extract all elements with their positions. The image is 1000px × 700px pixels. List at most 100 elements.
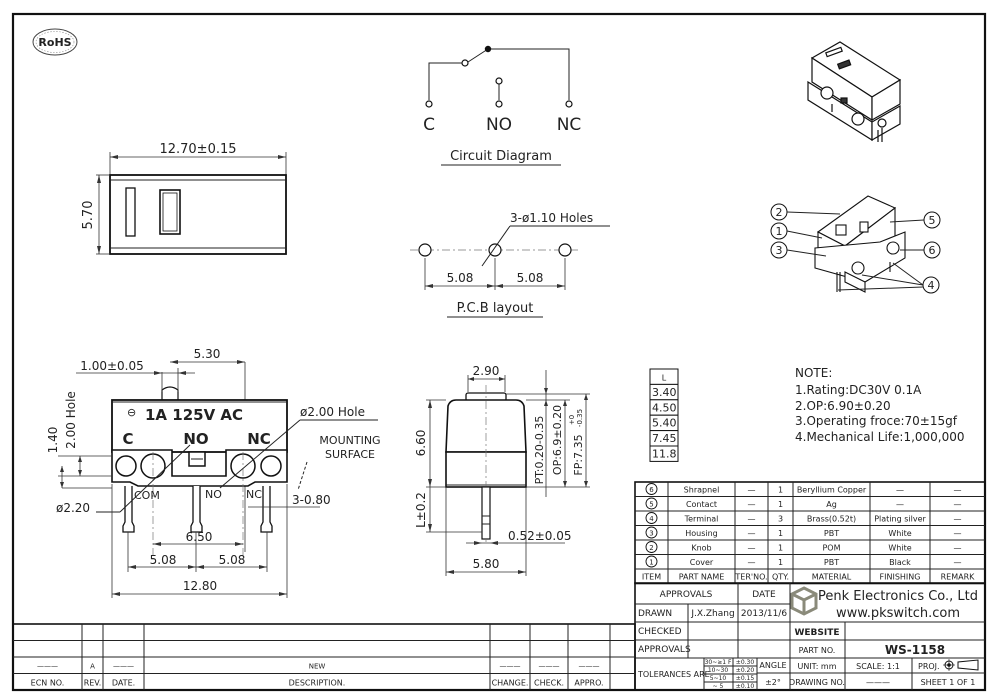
- pin-no-label: NO: [205, 488, 222, 501]
- rev-date: ———: [113, 663, 134, 671]
- fp-tol-minus: -0.35: [576, 409, 584, 427]
- rev-header: CHANGE.: [492, 679, 529, 688]
- rev-header: ECN NO.: [31, 679, 65, 688]
- bom-item-number: 1: [649, 559, 653, 567]
- drawn-label: DRAWN: [638, 609, 672, 619]
- item-number-circle: [645, 555, 658, 568]
- bom-ter: —: [748, 486, 756, 495]
- bom-item-number: 3: [649, 530, 653, 538]
- rev-check: ———: [539, 663, 560, 671]
- rating-text: 1A 125V AC: [145, 406, 243, 424]
- bom-material: Brass(0.52t): [807, 515, 856, 524]
- notes-block: NOTE: 1.Rating:DC30V 0.1A 2.OP:6.90±0.20…: [795, 366, 965, 444]
- tol-value-3: ±0.15: [736, 675, 755, 682]
- bom-qty: 1: [778, 529, 783, 538]
- pcb-hole-left: [418, 243, 432, 257]
- item-number-circle: [645, 497, 658, 510]
- bom-remark: —: [954, 500, 962, 509]
- rev-ecn: ———: [37, 663, 58, 671]
- bom-ter: —: [748, 529, 756, 538]
- part-number: WS-1158: [885, 643, 945, 657]
- rev-header: APPRO.: [574, 679, 603, 688]
- side-pin-width-dim: 0.52±0.05: [508, 529, 572, 543]
- pcb-pitch-right: 5.08: [517, 271, 544, 285]
- side-view: 2.90 6.60 L±0.2 0.52±0.05 5.80: [414, 364, 590, 576]
- bom-finishing: Plating silver: [874, 515, 926, 524]
- drawn-date: 2013/11/6: [741, 609, 787, 619]
- sheet-label: SHEET 1 OF 1: [921, 678, 976, 687]
- company-name: Penk Electronics Co., Ltd: [818, 589, 978, 604]
- rev-rev: A: [90, 663, 95, 671]
- drawing-no-label: DRAWING NO.: [789, 678, 845, 687]
- scale-label: SCALE: 1:1: [856, 662, 900, 671]
- website-label: WEBSITE: [794, 628, 839, 638]
- mount-hole-right-small: [260, 455, 282, 477]
- l-table-value: 4.50: [652, 401, 677, 414]
- bom-item-number: 4: [649, 515, 654, 523]
- front-overall-width: 12.80: [183, 579, 217, 593]
- mount-hole-left-small: [115, 455, 137, 477]
- hole-height-dim: 2.00 Hole: [64, 391, 78, 449]
- circuit-terminal-no: NO: [486, 115, 512, 135]
- top-view: 12.70±0.15 5.70: [81, 142, 287, 255]
- isometric-callouts: 2 1 3 5 6 4: [770, 203, 941, 294]
- tol-range-3: 5~10: [710, 675, 727, 682]
- rev-header: REV.: [84, 679, 102, 688]
- callout-5: 5: [929, 214, 936, 227]
- part-no-label: PART NO.: [799, 646, 836, 655]
- bom-header: PART NAME: [679, 573, 725, 582]
- mounting-surface-line2: SURFACE: [325, 448, 375, 461]
- bom-name: Shrapnel: [684, 486, 720, 495]
- bom-material: Beryllium Copper: [797, 486, 867, 495]
- pin-nc-label: NC: [246, 488, 262, 501]
- circuit-diagram: C NO NC Circuit Diagram: [423, 45, 582, 166]
- tol-value-2: ±0.20: [736, 667, 755, 674]
- actuator-width-dim: 1.00±0.05: [80, 359, 144, 373]
- label-no: NO: [183, 430, 208, 448]
- rev-header: DATE.: [112, 679, 135, 688]
- bom-qty: 1: [778, 558, 783, 567]
- bom-material: PBT: [824, 529, 839, 538]
- l-table-value: 11.8: [652, 448, 677, 461]
- callout-1: 1: [776, 225, 783, 238]
- approvals-header: APPROVALS: [660, 590, 713, 600]
- bom-remark: —: [954, 515, 962, 524]
- callout-4: 4: [928, 279, 935, 292]
- bom-name: Knob: [691, 544, 711, 553]
- isometric-view-assembled: [807, 41, 902, 142]
- top-width-dim: 12.70±0.15: [159, 142, 236, 157]
- bom-material: POM: [822, 544, 840, 553]
- l-table-value: 5.40: [652, 417, 677, 430]
- side-L-dim: L±0.2: [414, 492, 428, 528]
- l-table-cell: [649, 445, 679, 462]
- unit-label: UNIT: mm: [797, 662, 836, 671]
- bom-header: FINISHING: [880, 573, 921, 582]
- angle-value: ±2°: [765, 678, 781, 687]
- pcb-pitch-left: 5.08: [447, 271, 474, 285]
- isometric-view-exploded: [814, 195, 906, 293]
- checked-label: CHECKED: [638, 627, 682, 637]
- bom-ter: —: [748, 558, 756, 567]
- bom-header: ITEM: [642, 573, 661, 582]
- tol-value-4: ±0.10: [736, 683, 755, 690]
- bom-finishing: Black: [889, 558, 911, 567]
- dia-2-20-label: ø2.20: [56, 501, 90, 515]
- l-table-value: 7.45: [652, 432, 677, 445]
- drawn-by: J.X.Zhang: [690, 609, 734, 619]
- bom-header: TER'NO.: [734, 573, 767, 582]
- note-1: 1.Rating:DC30V 0.1A: [795, 383, 922, 397]
- fp-tol-plus: +0: [568, 415, 576, 425]
- offset-dim: 5.30: [194, 347, 221, 361]
- bom-name: Contact: [686, 500, 717, 509]
- bom-remark: —: [954, 558, 962, 567]
- projection-symbol-icon: [943, 659, 979, 671]
- circuit-terminal-nc: NC: [557, 115, 582, 135]
- tolerances-label: TOLERANCES ARE: [637, 670, 710, 679]
- bom-material: PBT: [824, 558, 839, 567]
- proj-label: PROJ.: [918, 662, 940, 671]
- company-url: www.pkswitch.com: [836, 606, 960, 621]
